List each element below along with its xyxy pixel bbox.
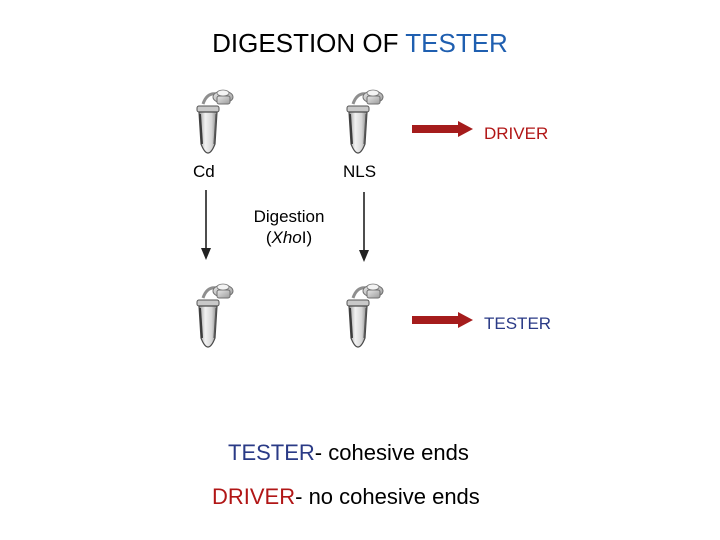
tester-arrow-label: TESTER xyxy=(484,314,551,334)
legend-driver-term: DRIVER xyxy=(212,484,295,509)
legend-tester-desc: - cohesive ends xyxy=(315,440,469,465)
enzyme-italic: Xho xyxy=(272,228,302,247)
legend-driver-desc: - no cohesive ends xyxy=(295,484,480,509)
title-prefix: DIGESTION OF xyxy=(212,28,405,58)
legend-driver: DRIVER- no cohesive ends xyxy=(212,484,480,510)
tube-nls-top-icon xyxy=(343,88,391,164)
driver-red-arrow-icon xyxy=(412,120,474,138)
tube-nls-bottom-icon xyxy=(343,282,391,358)
legend-tester-term: TESTER xyxy=(228,440,315,465)
title-highlight: TESTER xyxy=(405,28,508,58)
tester-red-arrow-icon xyxy=(412,311,474,329)
digestion-line1: Digestion xyxy=(244,206,334,227)
tube-cd-top-icon xyxy=(193,88,241,164)
driver-arrow-label: DRIVER xyxy=(484,124,548,144)
label-cd: Cd xyxy=(193,162,215,182)
down-arrow-right-icon xyxy=(356,192,372,264)
page-title: DIGESTION OF TESTER xyxy=(0,28,720,59)
down-arrow-left-icon xyxy=(198,190,214,262)
digestion-enzyme: (XhoI) xyxy=(244,227,334,248)
label-nls: NLS xyxy=(343,162,376,182)
legend-tester: TESTER- cohesive ends xyxy=(228,440,469,466)
digestion-label: Digestion (XhoI) xyxy=(244,206,334,248)
tube-cd-bottom-icon xyxy=(193,282,241,358)
